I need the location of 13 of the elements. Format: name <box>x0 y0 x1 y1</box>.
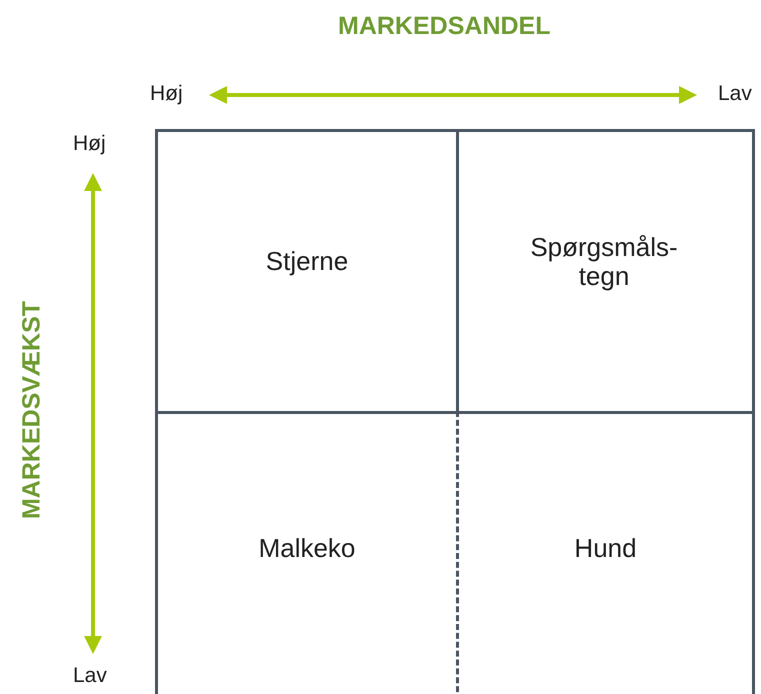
quadrant-box <box>456 411 755 694</box>
quadrant-label: Hund <box>573 534 638 562</box>
quadrant-label: Stjerne <box>264 247 350 276</box>
axis-end-label: Høj <box>150 82 183 106</box>
quadrant-label: Malkeko <box>258 534 356 562</box>
axis-title: MARKEDSANDEL <box>338 12 550 41</box>
quadrant-box <box>456 129 755 414</box>
axis-title: MARKEDSVÆKST <box>18 300 46 520</box>
axis-end-label: Høj <box>73 132 106 156</box>
quadrant-box <box>155 129 459 414</box>
axis-end-label: Lav <box>718 82 752 106</box>
axis-end-label: Lav <box>73 664 107 688</box>
quadrant-label: Spørgsmåls- tegn <box>529 232 679 290</box>
